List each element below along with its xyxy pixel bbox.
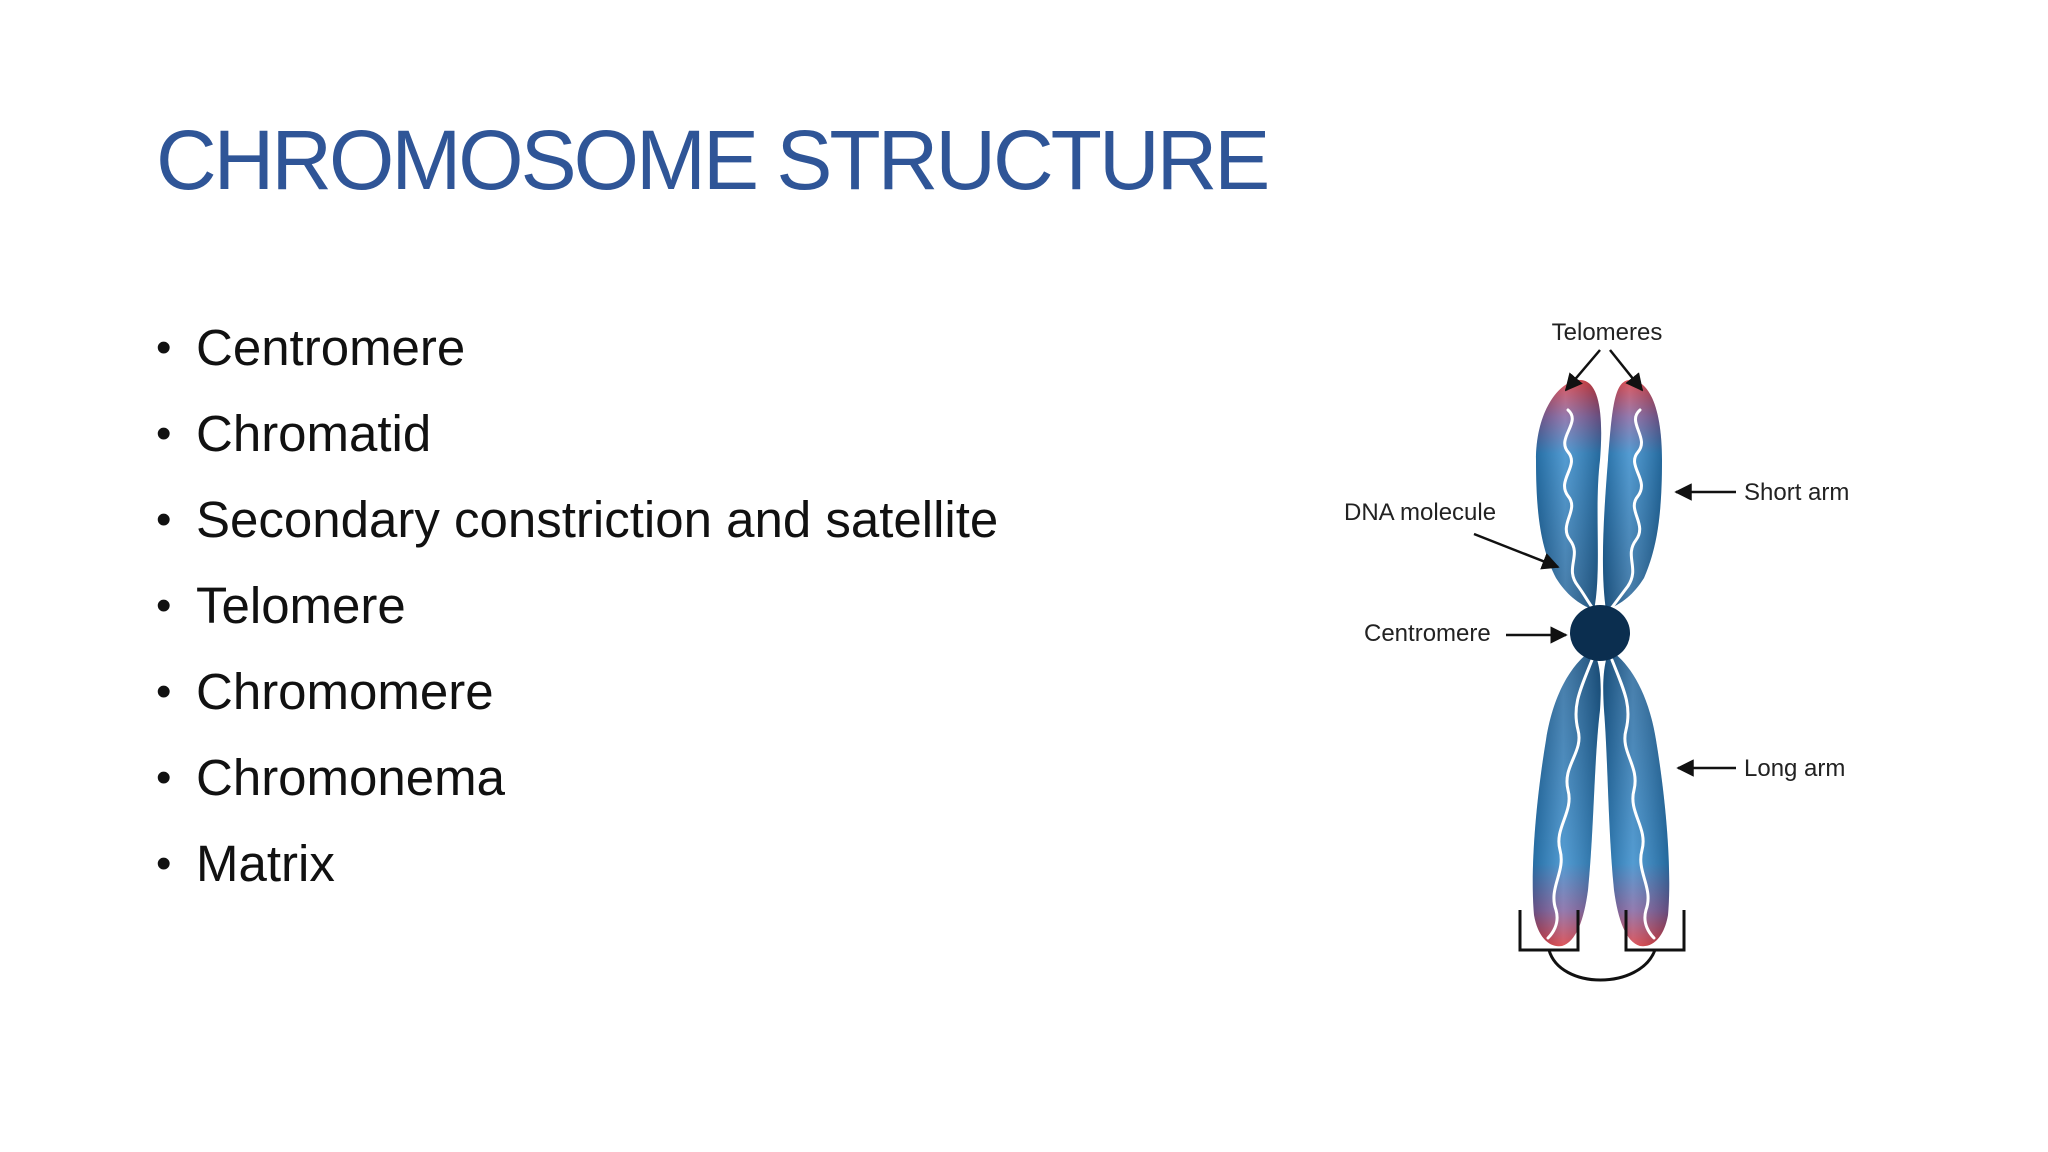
bullet-list: • Centromere • Chromatid • Secondary constr…: [156, 305, 998, 907]
label-telomeres: Telomeres: [1552, 319, 1663, 346]
slide-title: CHROMOSOME STRUCTURE: [156, 113, 1270, 207]
bullet-item: • Chromonema: [156, 735, 998, 821]
bullet-item: • Secondary constriction and satellite: [156, 477, 998, 563]
bullet-text: Chromomere: [196, 663, 494, 720]
bullet-item: • Matrix: [156, 821, 998, 907]
dna-molecule-callout: DNA molecule: [1344, 499, 1560, 570]
bullet-dot: •: [156, 667, 172, 716]
bullet-text: Secondary constriction and satellite: [196, 491, 999, 548]
bullet-dot: •: [156, 409, 172, 458]
long-arm-callout: Long arm: [1676, 755, 1845, 782]
bullet-text: Chromatid: [196, 405, 432, 462]
centromere-callout: Centromere: [1364, 620, 1568, 647]
bullet-dot: •: [156, 839, 172, 888]
chromosome-diagram: Telomeres Short arm DNA molecule Centrom…: [1310, 310, 1910, 990]
bottom-brackets: [1518, 910, 1686, 982]
short-arm-callout: Short arm: [1674, 479, 1849, 506]
chromosome-illustration: Telomeres Short arm DNA molecule Centrom…: [1344, 319, 1849, 982]
label-long-arm: Long arm: [1744, 755, 1845, 782]
bullet-item: • Chromomere: [156, 649, 998, 735]
bullet-dot: •: [156, 495, 172, 544]
bullet-item: • Telomere: [156, 563, 998, 649]
label-centromere: Centromere: [1364, 620, 1491, 647]
bullet-dot: •: [156, 581, 172, 630]
bullet-dot: •: [156, 753, 172, 802]
bullet-dot: •: [156, 323, 172, 372]
bullet-item: • Centromere: [156, 305, 998, 391]
bullet-text: Telomere: [196, 577, 406, 634]
label-dna-molecule: DNA molecule: [1344, 499, 1496, 526]
centromere-knob: [1570, 605, 1630, 661]
telomeres-arrows: [1564, 349, 1644, 392]
bullet-text: Chromonema: [196, 749, 505, 806]
dna-strands: [1546, 408, 1656, 940]
label-short-arm: Short arm: [1744, 479, 1849, 506]
bullet-text: Matrix: [196, 835, 335, 892]
bullet-item: • Chromatid: [156, 391, 998, 477]
bullet-text: Centromere: [196, 319, 466, 376]
